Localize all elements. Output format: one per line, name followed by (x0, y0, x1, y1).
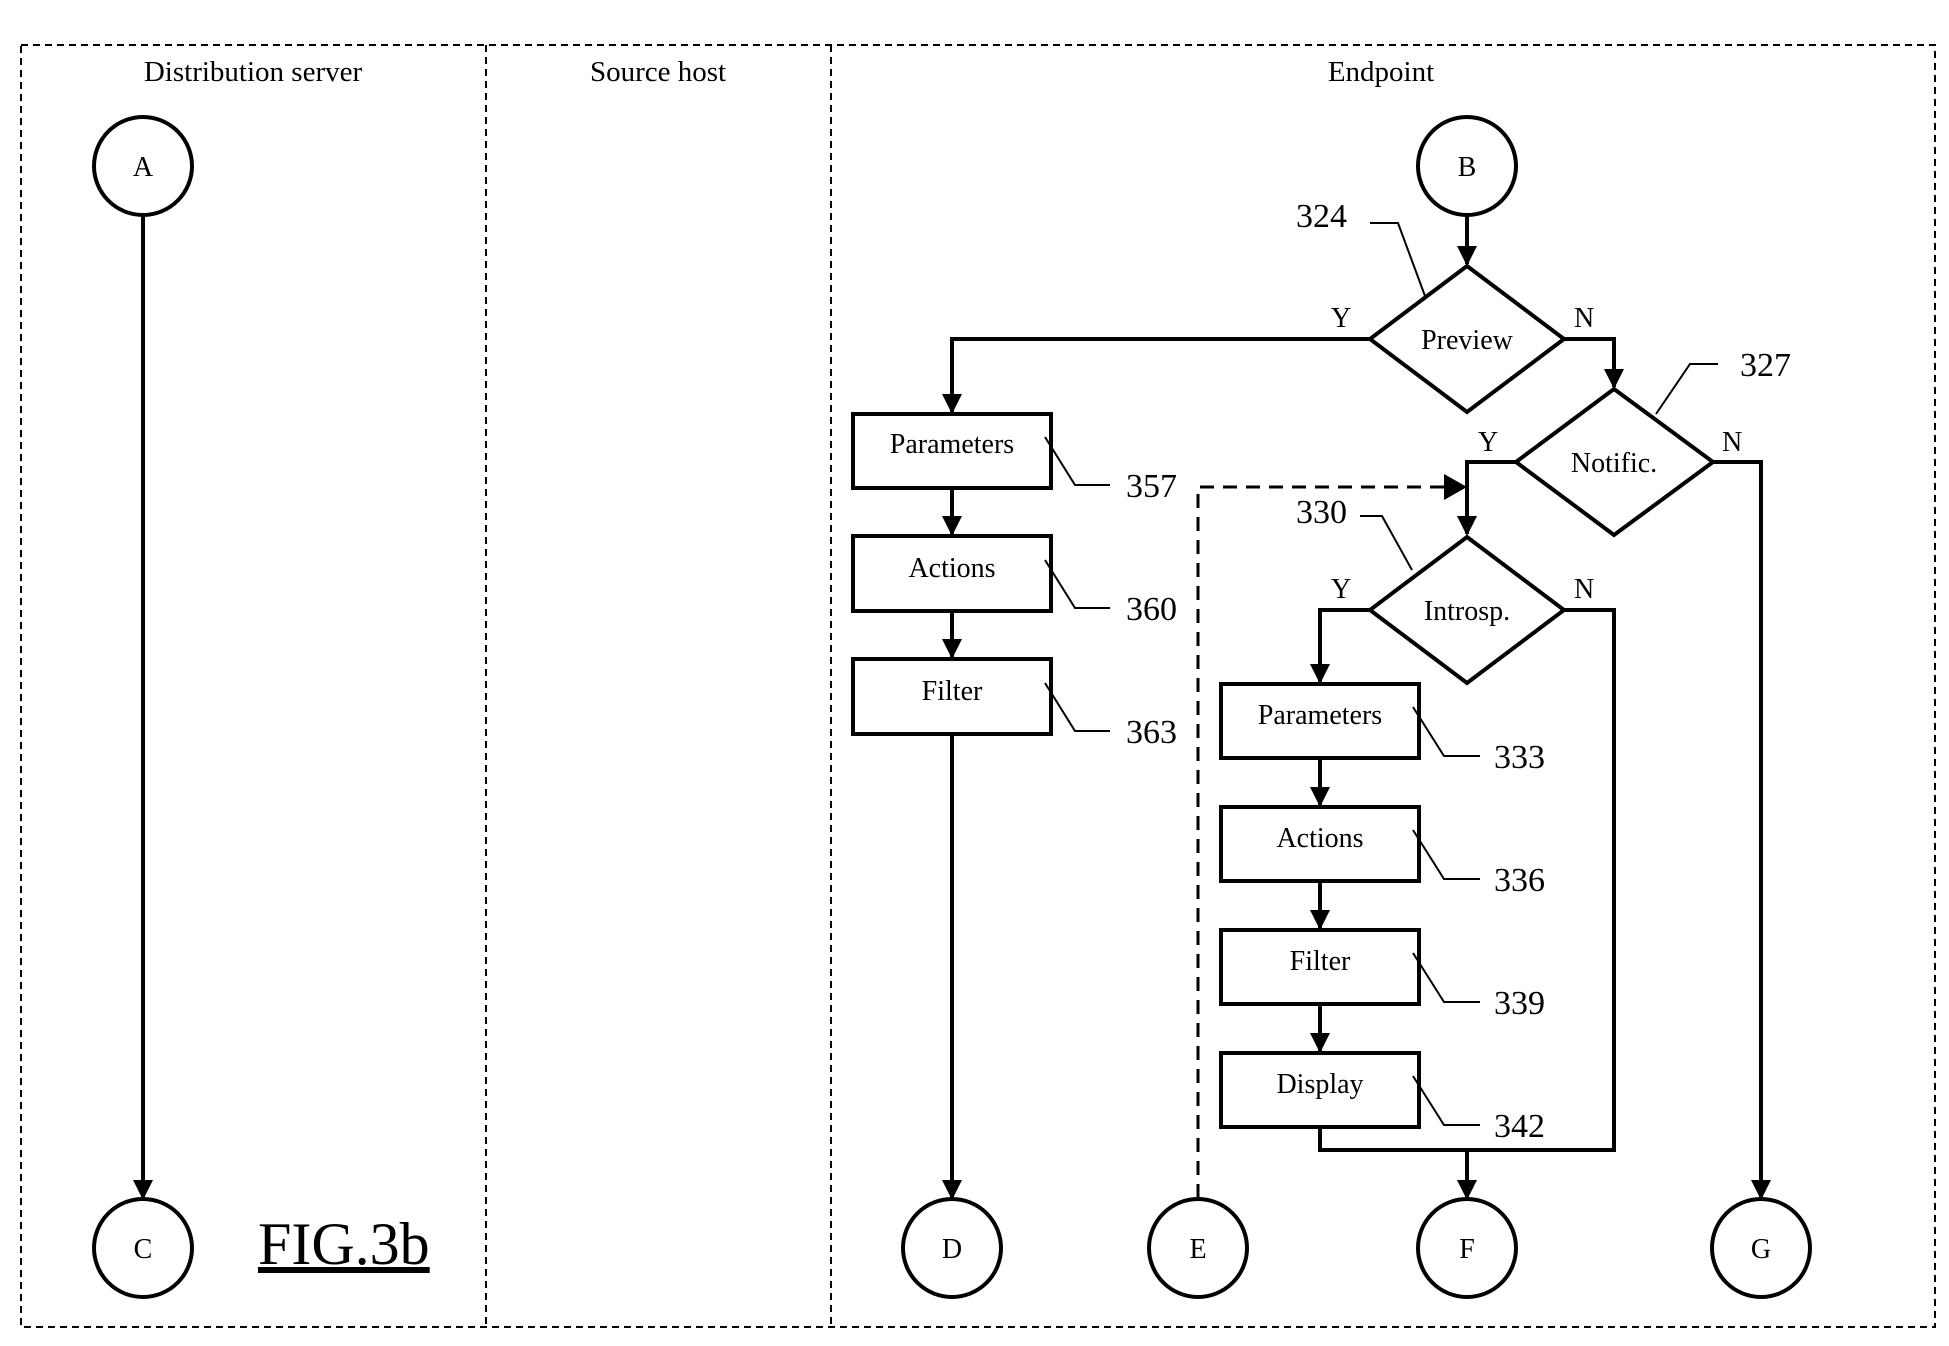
lane-title-distribution-server: Distribution server (144, 56, 363, 88)
ref-363: 363 (1126, 714, 1177, 751)
edge-notific-yes (1467, 462, 1516, 534)
leader-327 (1656, 364, 1718, 414)
leader-330 (1360, 516, 1412, 570)
feedback-arrowhead (1444, 474, 1467, 500)
ref-360: 360 (1126, 591, 1177, 628)
connector-b-label: B (1458, 152, 1477, 183)
ref-333: 333 (1494, 739, 1545, 776)
decision-preview-label: Preview (1421, 325, 1514, 356)
connector-e-label: E (1189, 1234, 1206, 1265)
decision-preview: Preview (1370, 266, 1564, 412)
process-parameters-right-label: Parameters (1258, 700, 1382, 731)
process-parameters-left: Parameters (853, 414, 1051, 488)
lane-title-endpoint: Endpoint (1328, 56, 1434, 88)
edge-display-to-junction (1320, 1127, 1467, 1150)
leader-357 (1045, 437, 1110, 485)
process-filter-left-label: Filter (922, 676, 983, 707)
edge-introsp-yes (1320, 610, 1370, 682)
process-parameters-right: Parameters (1221, 684, 1419, 758)
decision-notific-label: Notific. (1571, 448, 1657, 479)
connector-d-label: D (942, 1234, 962, 1265)
process-filter-right-label: Filter (1290, 946, 1351, 977)
ref-327: 327 (1740, 347, 1791, 384)
connector-a-label: A (133, 152, 154, 183)
process-actions-right: Actions (1221, 807, 1419, 881)
leader-324 (1370, 223, 1425, 296)
figure-label: FIG.3b (258, 1211, 430, 1277)
edge-preview-no (1564, 339, 1614, 387)
connector-g-label: G (1751, 1234, 1771, 1265)
leader-339 (1413, 953, 1480, 1002)
ref-324: 324 (1296, 198, 1347, 235)
leader-360 (1045, 560, 1110, 608)
ref-357: 357 (1126, 468, 1177, 505)
connector-e: E (1149, 1199, 1247, 1297)
label-preview-yes: Y (1331, 303, 1351, 334)
decision-notific: Notific. (1516, 389, 1713, 535)
process-actions-left: Actions (853, 536, 1051, 611)
label-introsp-no: N (1574, 574, 1594, 605)
connector-g: G (1712, 1199, 1810, 1297)
label-notific-yes: Y (1478, 427, 1498, 458)
connector-c: C (94, 1199, 192, 1297)
connector-a: A (94, 117, 192, 215)
leader-342 (1413, 1076, 1480, 1125)
connector-f-label: F (1459, 1234, 1475, 1265)
decision-introsp: Introsp. (1370, 537, 1564, 683)
ref-339: 339 (1494, 985, 1545, 1022)
decision-introsp-label: Introsp. (1424, 596, 1510, 627)
process-display: Display (1221, 1053, 1419, 1127)
leader-363 (1045, 683, 1110, 731)
process-actions-right-label: Actions (1276, 823, 1363, 854)
process-actions-left-label: Actions (908, 553, 995, 584)
connector-d: D (903, 1199, 1001, 1297)
process-filter-left: Filter (853, 659, 1051, 734)
process-filter-right: Filter (1221, 930, 1419, 1004)
connector-c-label: C (134, 1234, 153, 1265)
ref-330: 330 (1296, 494, 1347, 531)
edge-notific-no (1713, 462, 1761, 1198)
ref-336: 336 (1494, 862, 1545, 899)
lane-title-source-host: Source host (590, 56, 726, 88)
label-introsp-yes: Y (1331, 574, 1351, 605)
edge-preview-yes (952, 339, 1370, 412)
leader-336 (1413, 830, 1480, 879)
connector-b: B (1418, 117, 1516, 215)
process-parameters-left-label: Parameters (890, 429, 1014, 460)
ref-342: 342 (1494, 1108, 1545, 1145)
leader-333 (1413, 707, 1480, 756)
connector-f: F (1418, 1199, 1516, 1297)
process-display-label: Display (1276, 1069, 1363, 1100)
label-preview-no: N (1574, 303, 1594, 334)
label-notific-no: N (1722, 427, 1742, 458)
